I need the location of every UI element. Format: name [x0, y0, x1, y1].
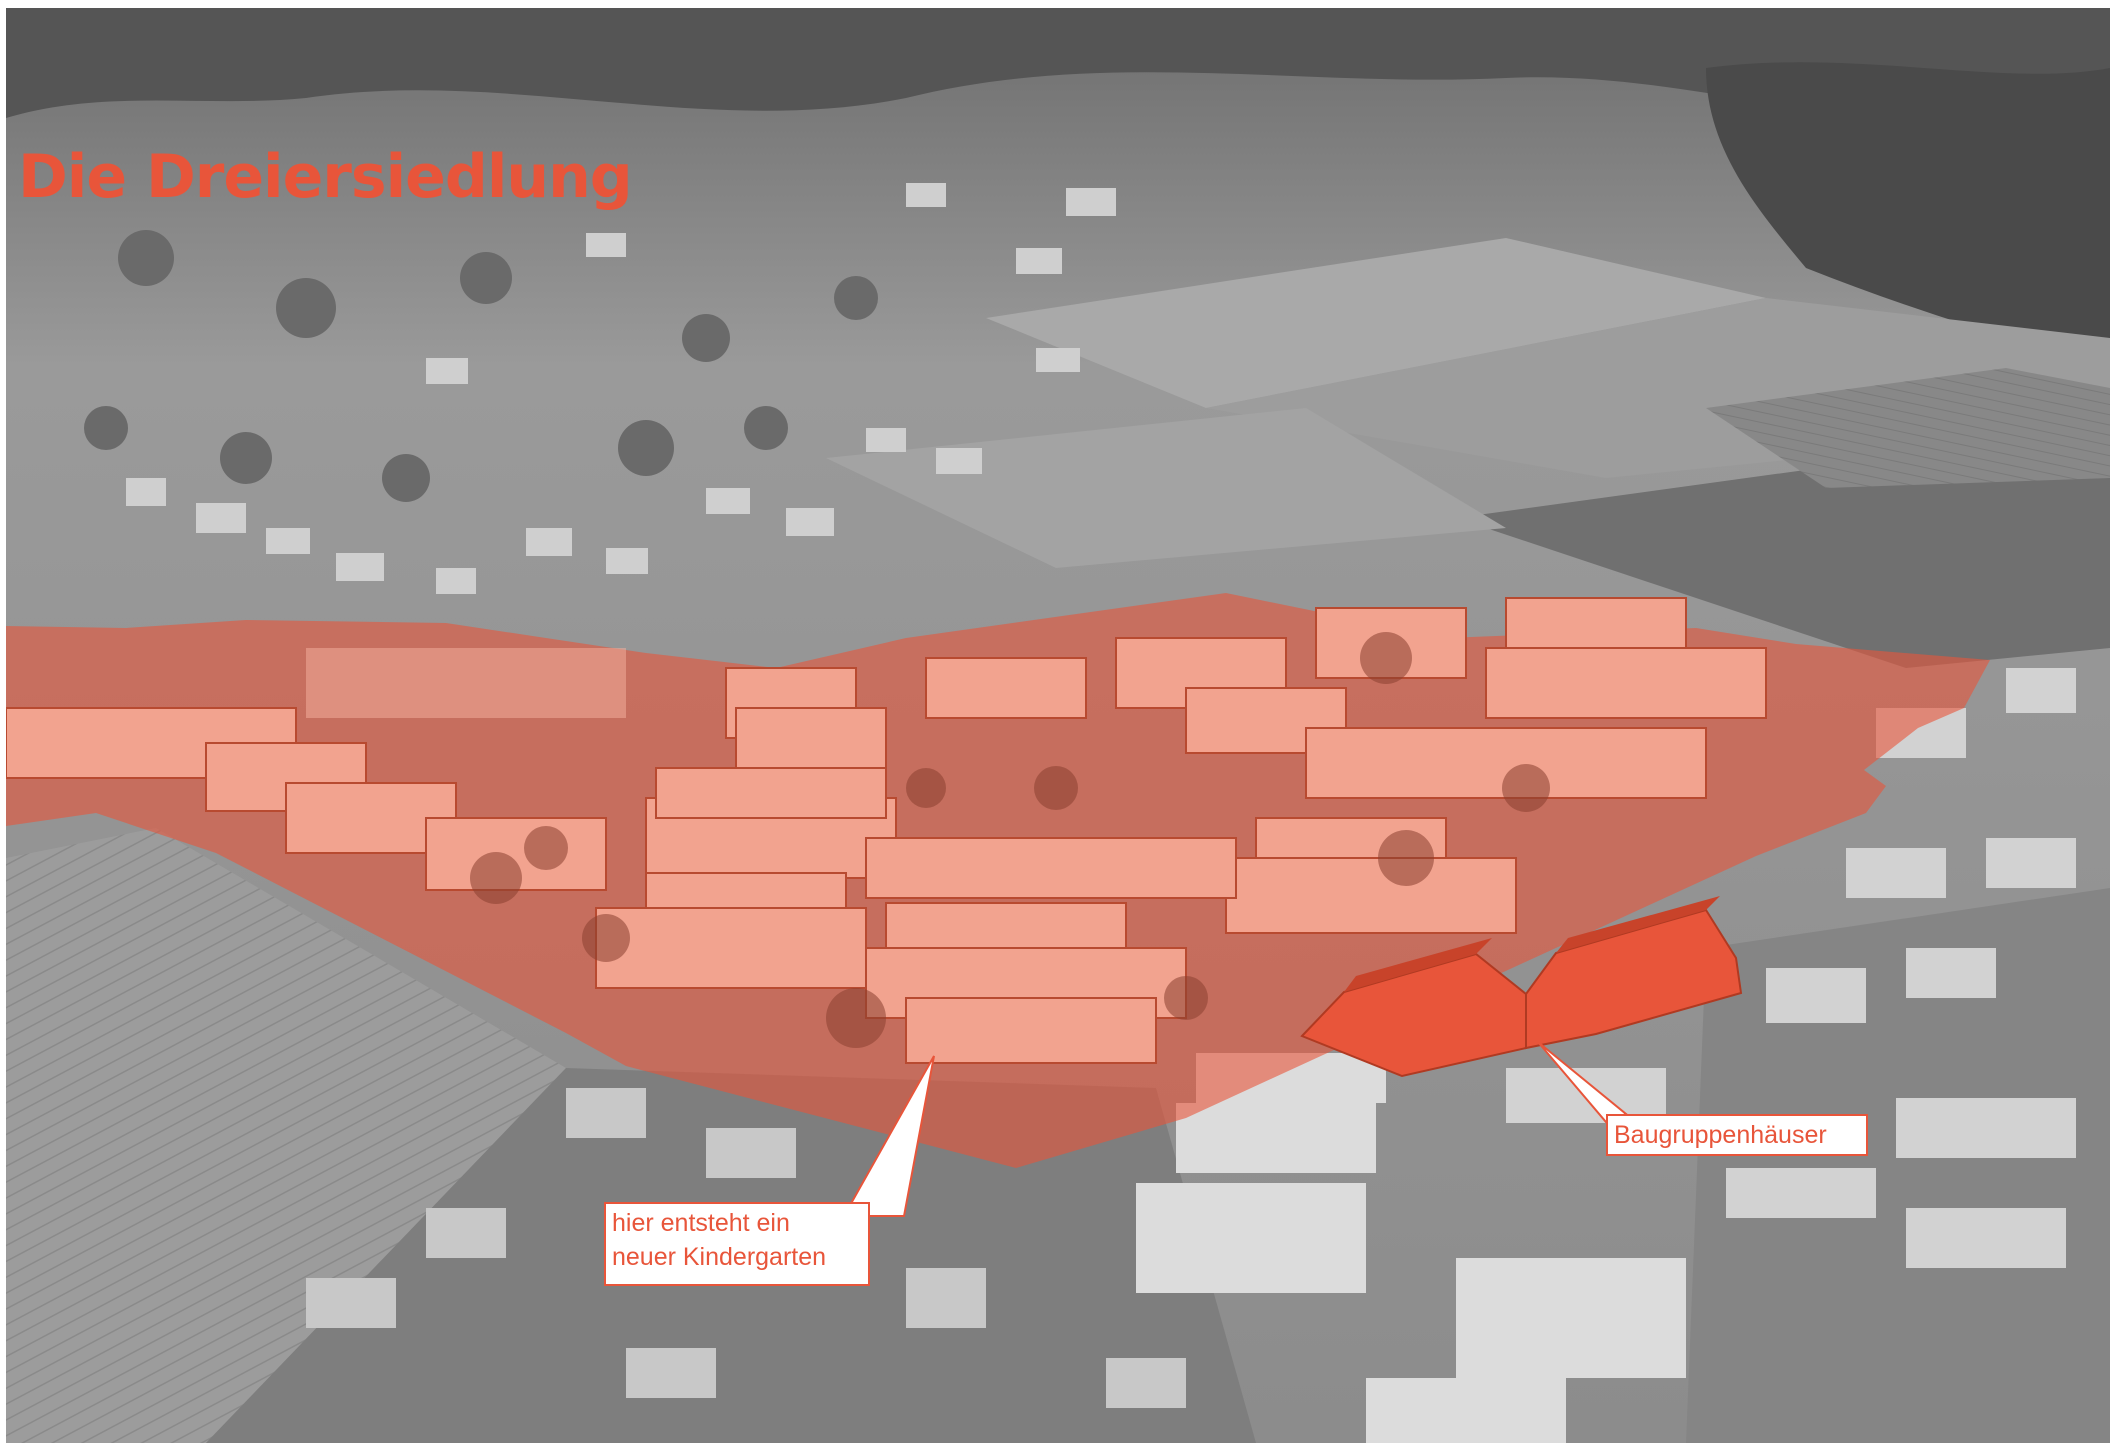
forest-hills [6, 8, 2110, 129]
forest-right [1706, 62, 2110, 368]
kindergarten-callout-line1: hier entsteht ein [612, 1209, 790, 1237]
field-1 [986, 238, 1766, 408]
field-lower-left [6, 828, 566, 1443]
baugruppen-houses-highlight [1300, 896, 1743, 1078]
settlement-ground [306, 648, 626, 718]
page-title: Die Dreiersiedlung [18, 142, 633, 212]
field-dark [1456, 428, 2110, 668]
kindergarten-callout: hier entsteht ein neuer Kindergarten [604, 1202, 870, 1286]
field-3 [826, 408, 1506, 568]
field-rows-right [1706, 368, 2110, 488]
aerial-photo-illustration [6, 8, 2110, 1443]
village-trees [84, 230, 878, 502]
village-houses [126, 183, 1116, 594]
aerial-photo [6, 8, 2110, 1443]
kindergarten-pointer [842, 1055, 935, 1217]
lower-town-houses [306, 1088, 1186, 1408]
settlement-trees [470, 632, 1550, 1048]
kindergarten-callout-line2: neuer Kindergarten [612, 1243, 827, 1271]
settlement-buildings [6, 597, 1767, 1064]
baugruppen-callout: Baugruppenhäuser [1606, 1114, 1868, 1156]
right-residential [1686, 888, 2110, 1443]
